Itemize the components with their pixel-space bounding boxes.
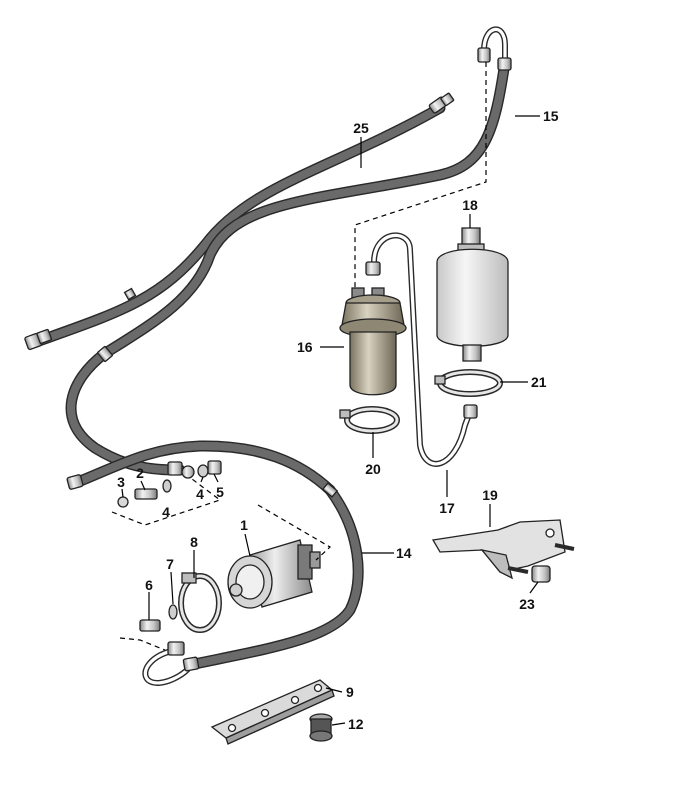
pipe-top-bend — [481, 26, 508, 65]
callout-14: 14 — [396, 545, 412, 561]
banjo-fitting-icon — [139, 604, 178, 632]
assembly-dashes — [111, 62, 487, 651]
callout-23: 23 — [519, 596, 535, 612]
callout-8: 8 — [190, 534, 198, 550]
fitting-hardware — [117, 460, 222, 508]
callout-12: 12 — [348, 716, 364, 732]
rubber-mount-icon — [309, 713, 333, 742]
mounting-bracket-icon — [431, 519, 575, 580]
nut-icon — [531, 565, 551, 583]
callout-6: 6 — [145, 577, 153, 593]
leader-lines — [121, 115, 540, 726]
callout-21: 21 — [531, 374, 547, 390]
callout-3: 3 — [117, 474, 125, 490]
hose-25 — [30, 102, 446, 348]
hose-clamp-icon — [434, 369, 503, 397]
callout-20: 20 — [365, 461, 381, 477]
hose-fittings — [24, 47, 512, 672]
callout-4-upper: 4 — [196, 486, 204, 502]
callout-18: 18 — [462, 197, 478, 213]
hose-14 — [184, 484, 364, 671]
callout-16: 16 — [297, 339, 313, 355]
callout-19: 19 — [482, 487, 498, 503]
fuel-accumulator-icon — [339, 287, 407, 396]
hose-15 — [98, 56, 511, 360]
callout-25: 25 — [353, 120, 369, 136]
hose-clamp-icon — [339, 406, 400, 434]
callout-9: 9 — [346, 684, 354, 700]
callout-15: 15 — [543, 108, 559, 124]
callout-5: 5 — [216, 484, 224, 500]
callout-2: 2 — [136, 465, 144, 481]
damper-strip-icon — [210, 679, 335, 745]
callout-7: 7 — [166, 556, 174, 572]
callout-17: 17 — [439, 500, 455, 516]
callout-labels: 25 15 18 16 21 20 17 19 23 1 14 8 7 6 9 … — [117, 108, 559, 732]
pipe-bottom-bend — [142, 647, 193, 686]
callout-4-lower: 4 — [162, 504, 170, 520]
fuel-pump-icon — [227, 539, 321, 609]
fuel-filter-icon — [436, 227, 509, 362]
pipe-17 — [371, 232, 473, 467]
hose-lower-return — [65, 348, 336, 496]
callout-1: 1 — [240, 517, 248, 533]
hose-clamp-icon — [178, 572, 222, 633]
